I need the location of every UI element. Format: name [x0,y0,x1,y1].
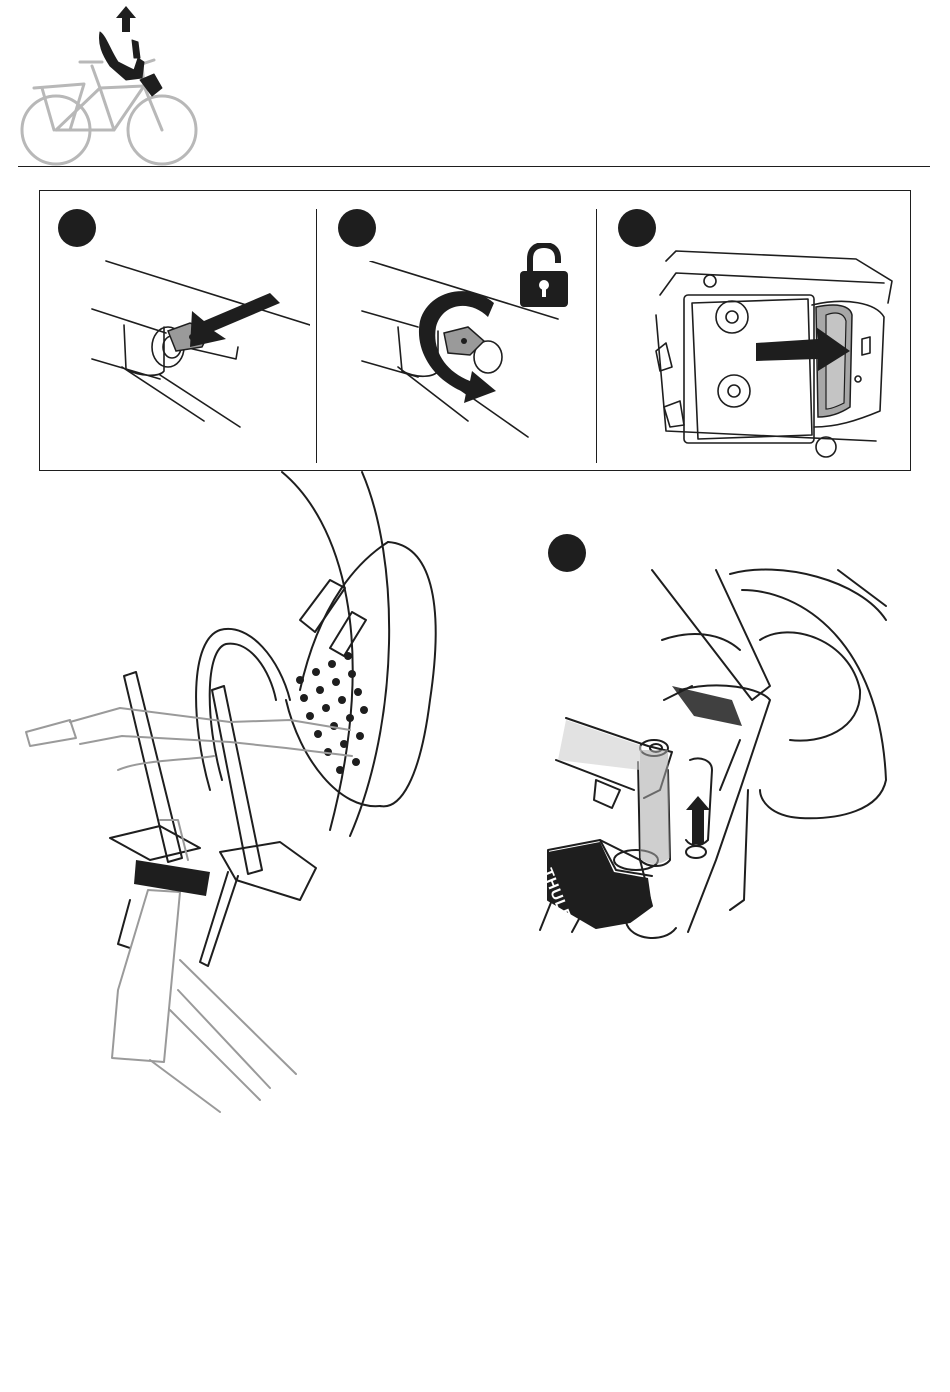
bike-with-seat-icon [14,2,214,170]
steps-panel [39,190,911,471]
lift-seat-icon [520,560,900,940]
slide-lock-icon [636,231,908,463]
step-2-badge [338,209,376,247]
key-insert-icon [80,251,310,441]
step-divider [316,209,317,463]
step-1-badge [58,209,96,247]
header-divider [18,166,930,167]
step-2-illustration [358,261,588,451]
step-3-illustration [636,231,908,463]
step-divider [596,209,597,463]
overview-illustration [14,2,214,170]
step-4-illustration: THULE [520,560,900,940]
main-illustration [0,470,520,1120]
key-turn-unlock-icon [358,261,588,451]
step-1-illustration [80,251,310,441]
